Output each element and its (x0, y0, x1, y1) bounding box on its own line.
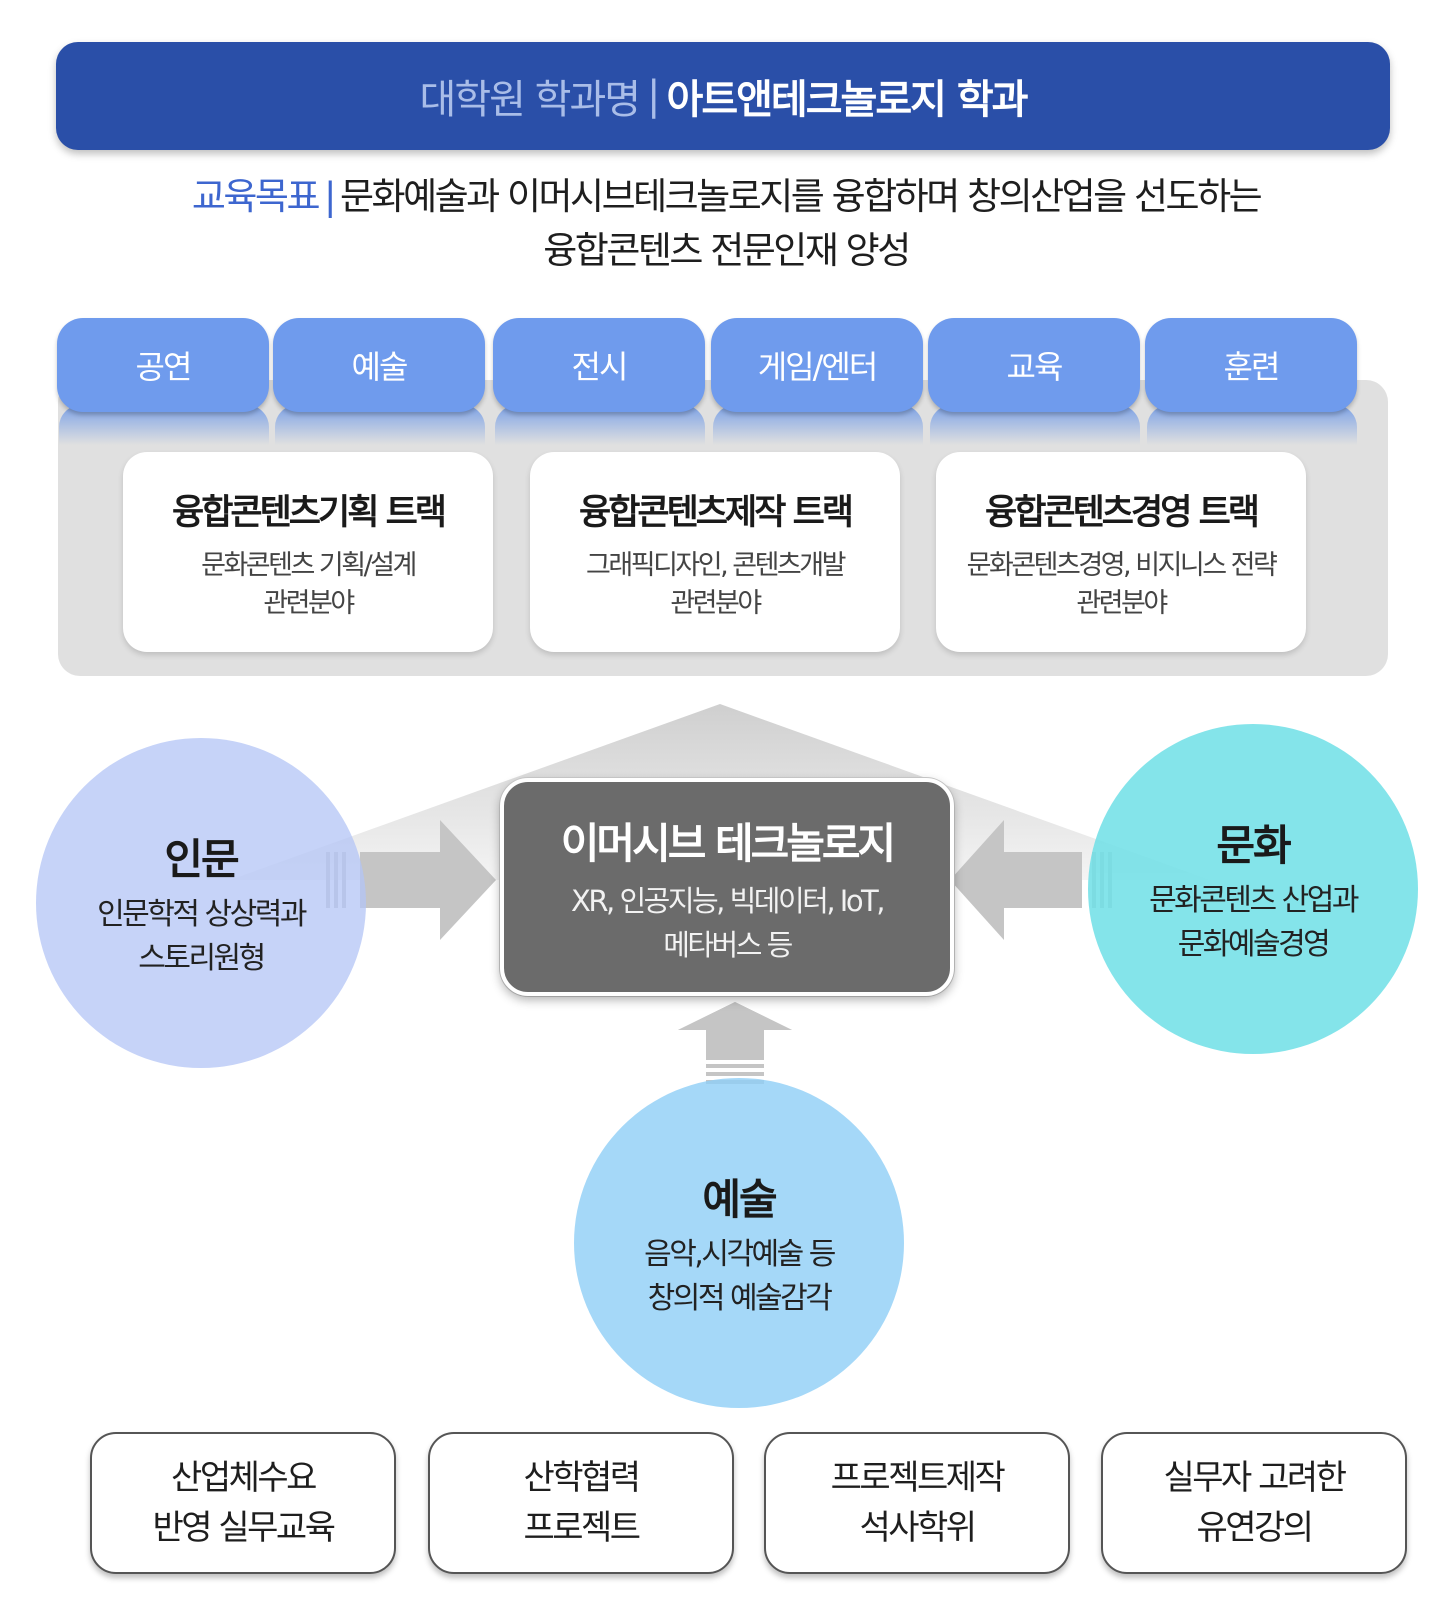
field-label: 공연 (135, 348, 193, 386)
arrow-up (678, 1002, 792, 1084)
core-title: 이머시브 테크놀로지 (560, 819, 896, 868)
culture-title: 문화 (1216, 820, 1291, 870)
track-card-management: 융합콘텐츠경영 트랙 문화콘텐츠경영, 비지니스 전략 관련분야 (936, 452, 1306, 652)
feature-label: 실무자 고려한 유연강의 (1163, 1458, 1348, 1548)
art-title: 예술 (702, 1174, 777, 1224)
track-card-planning: 융합콘텐츠기획 트랙 문화콘텐츠 기획/설계 관련분야 (123, 452, 493, 652)
feature-box-industry-education: 산업체수요 반영 실무교육 (90, 1432, 396, 1574)
header-separator: | (647, 73, 661, 119)
goal-line-1: 문화예술과 이머시브테크놀로지를 융합하며 창의산업을 선도하는 (339, 175, 1263, 218)
humanities-desc: 인문학적 상상력과 스토리원형 (97, 896, 307, 976)
culture-circle: 문화 문화콘텐츠 산업과 문화예술경영 (1088, 724, 1418, 1054)
humanities-title: 인문 (164, 834, 239, 884)
feature-box-flexible-lecture: 실무자 고려한 유연강의 (1101, 1432, 1407, 1574)
field-label: 전시 (571, 348, 629, 386)
feature-box-industry-project: 산학협력 프로젝트 (428, 1432, 734, 1574)
department-name: 아트앤테크놀로지 학과 (666, 77, 1029, 123)
immersive-technology-box: 이머시브 테크놀로지 XR, 인공지능, 빅데이터, IoT, 메타버스 등 (500, 778, 954, 996)
field-tab-exhibition: 전시 (493, 318, 705, 412)
field-tab-education: 교육 (928, 318, 1140, 412)
field-label: 교육 (1006, 348, 1064, 386)
goal-label: 교육목표 (191, 175, 321, 218)
track-desc: 문화콘텐츠경영, 비지니스 전략 관련분야 (966, 550, 1278, 619)
department-header: 대학원 학과명 | 아트앤테크놀로지 학과 (56, 42, 1390, 150)
art-circle: 예술 음악,시각예술 등 창의적 예술감각 (574, 1078, 904, 1408)
feature-label: 프로젝트제작 석사학위 (830, 1458, 1006, 1548)
header-prefix: 대학원 학과명 (419, 77, 642, 123)
goal-line-2: 융합콘텐츠 전문인재 양성 (543, 229, 911, 272)
field-tab-arts: 예술 (273, 318, 485, 412)
humanities-circle: 인문 인문학적 상상력과 스토리원형 (36, 738, 366, 1068)
feature-label: 산학협력 프로젝트 (523, 1458, 641, 1548)
field-tab-game-entertainment: 게임/엔터 (711, 318, 923, 412)
feature-box-project-degree: 프로젝트제작 석사학위 (764, 1432, 1070, 1574)
track-desc: 문화콘텐츠 기획/설계 관련분야 (201, 550, 417, 619)
culture-desc: 문화콘텐츠 산업과 문화예술경영 (1149, 882, 1359, 962)
track-title: 융합콘텐츠경영 트랙 (985, 493, 1260, 533)
art-desc: 음악,시각예술 등 창의적 예술감각 (644, 1236, 836, 1316)
field-label: 훈련 (1223, 348, 1281, 386)
track-title: 융합콘텐츠기획 트랙 (172, 493, 447, 533)
field-label: 게임/엔터 (757, 348, 879, 386)
field-tab-performance: 공연 (57, 318, 269, 412)
education-goal: 교육목표|문화예술과 이머시브테크놀로지를 융합하며 창의산업을 선도하는 융합… (80, 170, 1372, 278)
field-label: 예술 (351, 348, 409, 386)
field-tab-training: 훈련 (1145, 318, 1357, 412)
goal-separator: | (324, 175, 336, 218)
track-desc: 그래픽디자인, 콘텐츠개발 관련분야 (586, 550, 846, 619)
feature-label: 산업체수요 반영 실무교육 (152, 1458, 337, 1548)
track-title: 융합콘텐츠제작 트랙 (579, 493, 854, 533)
track-card-production: 융합콘텐츠제작 트랙 그래픽디자인, 콘텐츠개발 관련분야 (530, 452, 900, 652)
core-desc: XR, 인공지능, 빅데이터, IoT, 메타버스 등 (571, 884, 886, 962)
